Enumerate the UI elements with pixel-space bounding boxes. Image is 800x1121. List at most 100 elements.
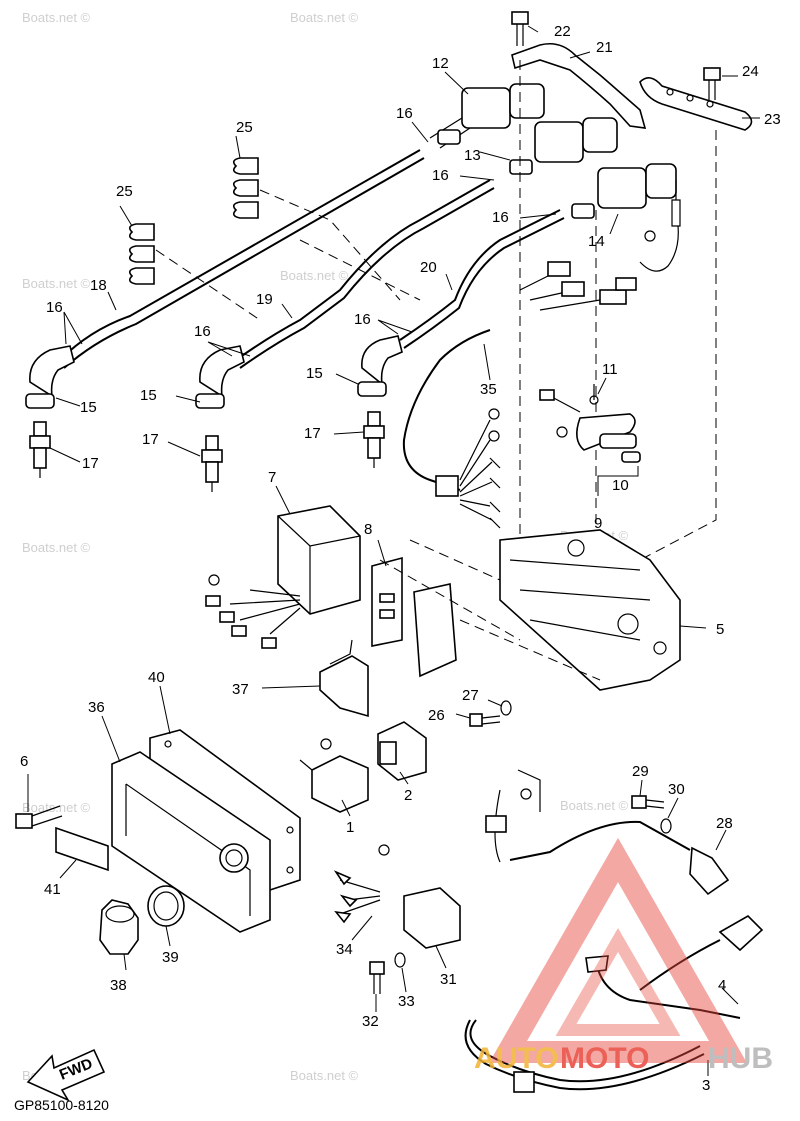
watermark: Boats.net ©	[22, 10, 91, 25]
watermark: Boats.net ©	[22, 276, 91, 291]
bolt-32	[369, 961, 385, 994]
callout-4: 4	[718, 977, 726, 994]
bolt-29	[631, 795, 665, 809]
wire-harness-35	[402, 261, 637, 529]
relay-9	[539, 389, 637, 451]
spark-plug-17-right	[363, 411, 385, 468]
callout-5: 5	[716, 621, 724, 638]
callout-16: 16	[492, 209, 509, 226]
spark-plug-17-left	[29, 421, 51, 478]
harness-34	[333, 844, 390, 924]
coil-bracket-21	[511, 42, 647, 129]
callout-7: 7	[268, 469, 276, 486]
watermark: Boats.net ©	[280, 268, 349, 283]
screw-11	[589, 384, 599, 405]
automotohub-logo: AUTO MOTO HUB	[474, 837, 773, 1075]
bracket-37	[319, 639, 369, 718]
lead-wire-4	[585, 915, 764, 1019]
callout-15: 15	[80, 399, 97, 416]
o-ring-39	[147, 885, 185, 927]
watermark: Boats.net ©	[560, 798, 629, 813]
callout-18: 18	[90, 277, 107, 294]
cover-36	[111, 751, 271, 933]
dashed-guide-lines	[155, 60, 717, 561]
lead-wire-3	[464, 1019, 705, 1093]
logo-text-hub: HUB	[708, 1042, 773, 1075]
logo-text-auto: AUTO	[474, 1042, 558, 1075]
callout-31: 31	[440, 971, 457, 988]
callout-25: 25	[236, 119, 253, 136]
callout-16: 16	[432, 167, 449, 184]
logo-triangle	[489, 837, 747, 1063]
callout-29: 29	[632, 763, 649, 780]
leader-lines	[27, 25, 760, 1076]
callout-25: 25	[116, 183, 133, 200]
fuse-10	[621, 451, 641, 463]
callout-16: 16	[46, 299, 63, 316]
ignition-coil-13	[509, 117, 618, 175]
watermark: Boats.net ©	[22, 540, 91, 555]
bolt-24	[703, 67, 721, 100]
callout-28: 28	[716, 815, 733, 832]
callout-16: 16	[194, 323, 211, 340]
watermark: Boats.net ©	[290, 1068, 359, 1083]
callout-17: 17	[142, 431, 159, 448]
plug-cap-15-middle	[195, 345, 245, 409]
plug-cap-15-right	[357, 335, 403, 397]
callout-33: 33	[398, 993, 415, 1010]
callout-26: 26	[428, 707, 445, 724]
callout-39: 39	[162, 949, 179, 966]
callout-10: 10	[612, 477, 629, 494]
callout-20: 20	[420, 259, 437, 276]
callout-38: 38	[110, 977, 127, 994]
callout-17: 17	[304, 425, 321, 442]
ignition-coil-14	[571, 163, 681, 272]
callout-32: 32	[362, 1013, 379, 1030]
callout-30: 30	[668, 781, 685, 798]
cap-38	[99, 899, 139, 955]
callout-15: 15	[140, 387, 157, 404]
callout-16: 16	[354, 311, 371, 328]
bolt-22	[511, 11, 529, 46]
callout-labels: 22 21 24 23 12 13 14 16 16 16 16 16 16 2…	[20, 23, 781, 1094]
fwd-arrow: FWD	[26, 1048, 106, 1102]
washer-27	[500, 700, 512, 716]
callout-24: 24	[742, 63, 759, 80]
callout-19: 19	[256, 291, 273, 308]
spark-plug-lead-19	[235, 179, 495, 369]
starter-relay-1	[299, 738, 369, 813]
label-plate-41	[55, 826, 109, 872]
callout-13: 13	[464, 147, 481, 164]
callout-21: 21	[596, 39, 613, 56]
logo-text-moto: MOTO	[560, 1042, 649, 1075]
callout-11: 11	[602, 361, 618, 378]
callout-14: 14	[588, 233, 605, 250]
callout-17: 17	[82, 455, 99, 472]
clamp-25-upper	[232, 157, 259, 219]
callout-3: 3	[702, 1077, 710, 1094]
plate-23	[639, 77, 753, 131]
callout-9: 9	[594, 515, 602, 532]
callout-6: 6	[20, 753, 28, 770]
bracket-31	[403, 887, 461, 949]
ignition-coil-12	[429, 83, 545, 149]
plug-cap-15-left	[25, 345, 75, 409]
callout-41: 41	[44, 881, 61, 898]
electrical-bracket-5	[379, 529, 681, 691]
callout-16: 16	[396, 105, 413, 122]
callout-37: 37	[232, 681, 249, 698]
callout-36: 36	[88, 699, 105, 716]
bracket-8	[371, 556, 457, 678]
clamp-25-lower	[128, 223, 155, 285]
diagram-code: GP85100-8120	[14, 1097, 109, 1113]
watermark: Boats.net ©	[290, 10, 359, 25]
callout-1: 1	[346, 819, 354, 836]
spark-plug-17-middle	[201, 435, 223, 492]
callout-12: 12	[432, 55, 449, 72]
cdi-unit-7	[205, 505, 361, 649]
bolt-6	[15, 805, 63, 829]
bolt-26	[469, 713, 501, 727]
sensor-28	[509, 820, 730, 896]
callout-34: 34	[336, 941, 353, 958]
